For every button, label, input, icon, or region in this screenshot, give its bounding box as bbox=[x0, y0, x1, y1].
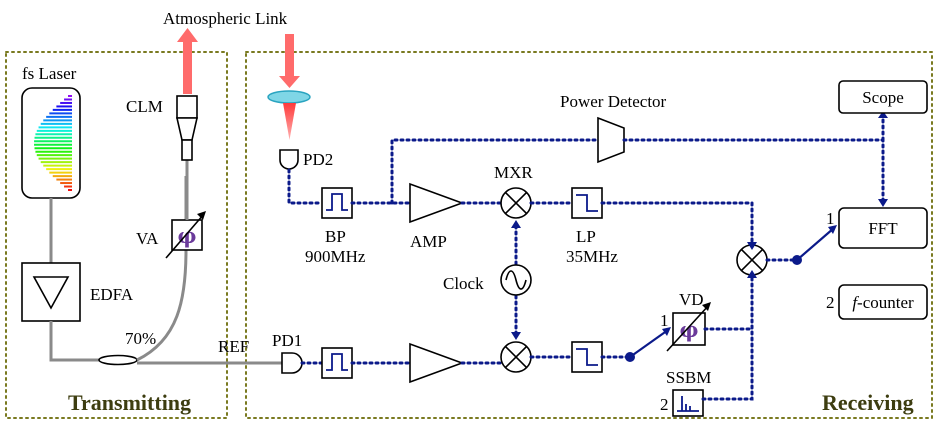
switch-arm-output bbox=[796, 227, 835, 261]
arrow-to-scope bbox=[878, 111, 888, 118]
mixer-top-x bbox=[504, 191, 528, 215]
fiber-coupler bbox=[98, 354, 138, 366]
edfa-amplifier-icon bbox=[32, 276, 70, 310]
bp-filter-bottom bbox=[321, 347, 353, 379]
transmitting-label: Transmitting bbox=[68, 390, 191, 415]
arrow-to-fft bbox=[878, 199, 888, 207]
scope-box bbox=[838, 80, 928, 114]
receiving-section-border bbox=[245, 51, 933, 419]
bp-filter-icon-bottom bbox=[326, 353, 348, 371]
vd-label: VD bbox=[679, 290, 704, 309]
rx-focus-beam bbox=[283, 103, 296, 140]
vd-adjust-arrow bbox=[666, 304, 710, 352]
pd2-label: PD2 bbox=[303, 150, 333, 169]
switch-pos-1-label: 1 bbox=[826, 209, 835, 228]
pd1-icon bbox=[281, 352, 303, 374]
switch-arm-bottom bbox=[629, 329, 669, 358]
amp-label: AMP bbox=[410, 232, 447, 251]
clm-label: CLM bbox=[126, 97, 163, 116]
lp-filter-icon-top bbox=[576, 194, 598, 212]
edfa-label: EDFA bbox=[90, 285, 134, 304]
tx-beam bbox=[183, 38, 192, 94]
line-vd-final-mixer bbox=[703, 273, 754, 331]
spectrum-icon bbox=[34, 95, 72, 191]
rx-lens bbox=[267, 90, 311, 104]
vd-phase-symbol: φ bbox=[679, 317, 698, 342]
power-detector bbox=[597, 116, 625, 164]
split-ratio-label: 70% bbox=[125, 329, 156, 348]
line-pd2-bp bbox=[287, 168, 324, 205]
transmitting-section-border bbox=[5, 51, 228, 419]
ssbm-label: SSBM bbox=[666, 368, 711, 387]
clm-taper bbox=[175, 117, 199, 141]
va-arrow-head bbox=[197, 211, 206, 220]
fiber-coupler-va bbox=[136, 176, 188, 362]
f-counter-label: f-counter bbox=[852, 293, 914, 312]
atmospheric-link-label: Atmospheric Link bbox=[163, 9, 288, 28]
amp-bottom bbox=[409, 342, 465, 384]
receiving-label: Receiving bbox=[822, 390, 914, 415]
line-lp-final-mixer bbox=[600, 201, 754, 246]
clm-top bbox=[176, 95, 198, 119]
fft-label: FFT bbox=[868, 219, 898, 238]
scope-label: Scope bbox=[862, 88, 904, 107]
line-to-power-detector bbox=[390, 138, 600, 205]
lp-freq-label: 35MHz bbox=[566, 247, 618, 266]
ssbm-spectrum-icon bbox=[677, 396, 699, 412]
fs-laser-label: fs Laser bbox=[22, 64, 77, 83]
final-mixer-x bbox=[740, 248, 764, 272]
va-label: VA bbox=[136, 229, 159, 248]
line-power-detector-fft bbox=[622, 138, 885, 205]
fs-laser-box bbox=[21, 87, 81, 199]
mixer-bottom-x bbox=[504, 345, 528, 369]
ssbm-num-label: 2 bbox=[660, 395, 669, 414]
f-counter-box bbox=[838, 284, 928, 320]
va-adjust-arrow bbox=[165, 213, 205, 259]
bp-filter-icon-top bbox=[326, 193, 348, 211]
vd-num-label: 1 bbox=[660, 311, 669, 330]
power-detector-label: Power Detector bbox=[560, 92, 667, 111]
lp-filter-icon-bottom bbox=[576, 348, 598, 366]
arrow-clock-down bbox=[511, 332, 521, 340]
arrow-into-final-mixer-bottom bbox=[747, 270, 757, 278]
pd1-label: PD1 bbox=[272, 331, 302, 350]
fft-box bbox=[838, 207, 928, 249]
clock-sine-icon bbox=[505, 270, 527, 290]
clm-bottom bbox=[181, 139, 193, 161]
pd2-icon bbox=[279, 149, 299, 170]
fiber-edfa-coupler bbox=[49, 321, 100, 362]
mxr-label: MXR bbox=[494, 163, 533, 182]
switch-arm-bottom-arrow bbox=[662, 327, 671, 336]
tx-beam-arrow bbox=[177, 28, 198, 42]
rx-beam bbox=[285, 34, 294, 78]
amp-top bbox=[409, 182, 465, 224]
bp-filter-top bbox=[321, 187, 353, 219]
ref-label: REF bbox=[218, 337, 249, 356]
vd-arrow-head bbox=[702, 302, 711, 311]
bp-label: BP bbox=[325, 227, 346, 246]
clock-label: Clock bbox=[443, 274, 484, 293]
lp-label: LP bbox=[576, 227, 596, 246]
arrow-into-final-mixer-top bbox=[747, 242, 757, 250]
rx-beam-arrow bbox=[279, 76, 300, 88]
switch-pos-2-label: 2 bbox=[826, 293, 835, 312]
bp-freq-label: 900MHz bbox=[305, 247, 366, 266]
line-ssbm-final-mixer bbox=[701, 327, 754, 401]
switch-arm-output-arrow bbox=[828, 225, 837, 234]
arrow-clock-up bbox=[511, 220, 521, 228]
ssbm-box bbox=[672, 389, 704, 417]
